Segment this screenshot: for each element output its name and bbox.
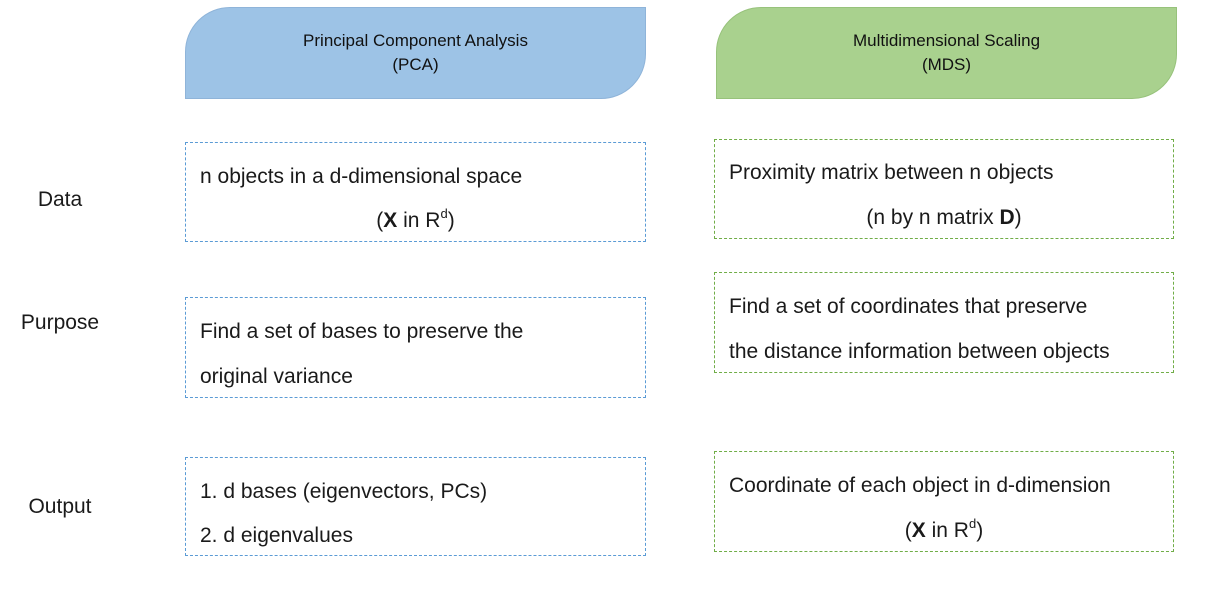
- row-label-output: Output: [28, 495, 92, 518]
- mds-header-abbrev: (MDS): [921, 55, 972, 74]
- pca-header-title: Principal Component Analysis: [303, 31, 528, 50]
- pca-output-line2: 2. d eigenvalues: [200, 524, 353, 547]
- mds-header: Multidimensional Scaling (MDS): [716, 7, 1177, 99]
- pca-purpose-cell: Find a set of bases to preserve the orig…: [185, 297, 646, 398]
- pca-data-line2: (X in Rd): [376, 206, 455, 232]
- mds-output-cell: Coordinate of each object in d-dimension…: [714, 451, 1174, 552]
- pca-data-line1: n objects in a d-dimensional space: [200, 165, 523, 188]
- row-label-purpose: Purpose: [20, 311, 100, 334]
- mds-output-line1: Coordinate of each object in d-dimension: [729, 474, 1111, 497]
- mds-data-line1: Proximity matrix between n objects: [729, 161, 1054, 184]
- mds-output-line2: (X in Rd): [904, 516, 984, 542]
- mds-header-title: Multidimensional Scaling: [852, 31, 1041, 50]
- mds-data-line2: (n by n matrix D): [866, 206, 1022, 229]
- pca-header: Principal Component Analysis (PCA): [185, 7, 646, 99]
- pca-data-cell: n objects in a d-dimensional space (X in…: [185, 142, 646, 242]
- mds-purpose-line1: Find a set of coordinates that preserve: [729, 295, 1088, 318]
- mds-data-cell: Proximity matrix between n objects (n by…: [714, 139, 1174, 239]
- mds-purpose-cell: Find a set of coordinates that preserve …: [714, 272, 1174, 373]
- pca-header-abbrev: (PCA): [392, 55, 439, 74]
- pca-purpose-line1: Find a set of bases to preserve the: [200, 320, 524, 343]
- pca-output-line1: 1. d bases (eigenvectors, PCs): [200, 480, 488, 503]
- pca-purpose-line2: original variance: [200, 365, 353, 388]
- pca-output-cell: 1. d bases (eigenvectors, PCs) 2. d eige…: [185, 457, 646, 556]
- row-label-data: Data: [37, 188, 83, 211]
- mds-purpose-line2: the distance information between objects: [729, 340, 1110, 363]
